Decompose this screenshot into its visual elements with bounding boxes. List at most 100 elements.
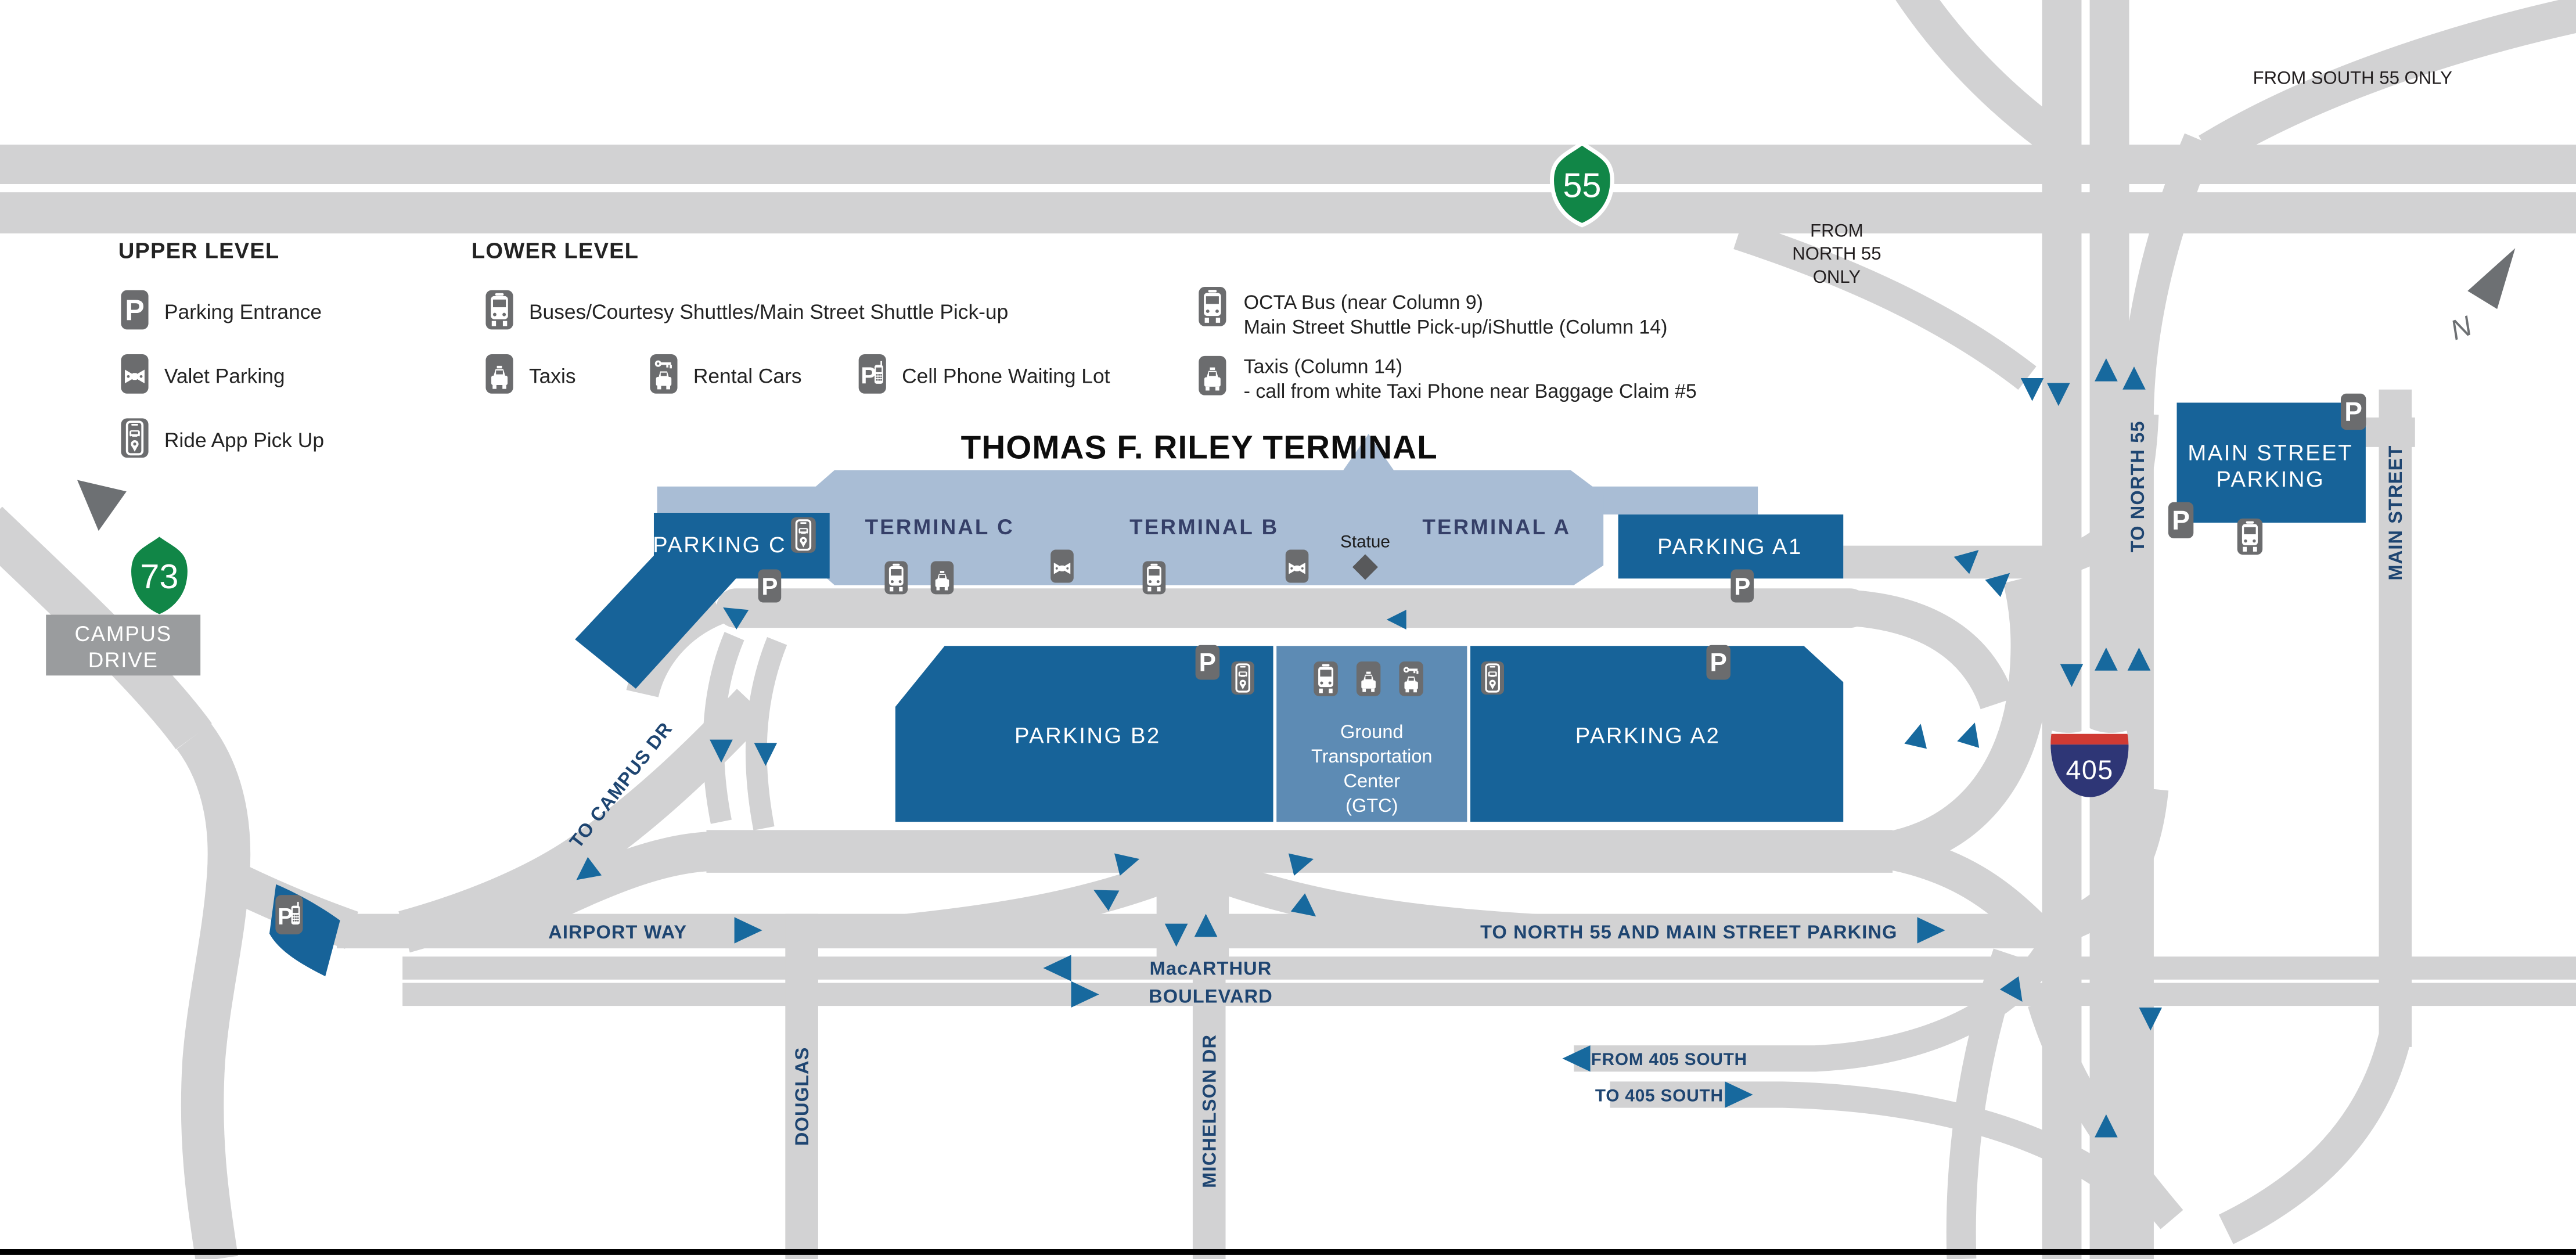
route-55-shield: 55 (1550, 140, 1614, 228)
to-405-south-label: TO 405 SOUTH (1595, 1086, 1724, 1105)
road-campus-drive-south (176, 723, 251, 1259)
ride-app-icon (1230, 660, 1255, 696)
bus-icon (884, 561, 908, 595)
terminal-b-label: TERMINAL B (1129, 515, 1279, 539)
road-curve-to-main-parking (2048, 413, 2159, 577)
road-ramp-from-north-55 (1733, 221, 2037, 390)
arrow-loop-east-1 (1114, 853, 1140, 876)
douglas-label: DOUGLAS (791, 1046, 812, 1146)
road-ramp-from-south-55 (2199, 0, 2576, 167)
road-to-campus-dr (398, 689, 768, 953)
from-405-south-label: FROM 405 SOUTH (1591, 1050, 1747, 1069)
cell-phone-waiting-lot-icon (858, 354, 886, 394)
parking-a2-structure (1470, 646, 1844, 822)
road-gtc-branch-east (1210, 859, 1565, 949)
parking-a1-structure (1618, 514, 1844, 579)
arrow-to-405-east (1725, 1081, 1753, 1108)
parking-a1-label: PARKING A1 (1657, 534, 1803, 559)
parking-structures: PARKING C PARKING A1 PARKING B2 Ground T… (269, 402, 2366, 977)
ride-app-icon (120, 417, 150, 459)
road-curb-east-curve (1851, 590, 2015, 710)
bus-icon (2237, 518, 2263, 555)
road-loop-east-up (1885, 574, 2050, 871)
legend-item-label: Cell Phone Waiting Lot (902, 365, 1110, 387)
arrow-gtc-east (1290, 893, 1316, 917)
interstate-405-shield: 405 (2050, 728, 2129, 797)
map-title: THOMAS F. RILEY TERMINAL (961, 429, 1438, 466)
arrow-ramp-se (1999, 976, 2023, 1002)
arrow-horn-2-down (754, 743, 778, 766)
valet-parking-icon (1050, 549, 1074, 583)
road-horn-ramp-1 (703, 632, 744, 824)
road-to-405-south (1610, 1081, 2159, 1225)
campus-drive-arrow-icon (77, 480, 127, 531)
arrow-405-mid-down (2060, 664, 2084, 688)
michelson-dr-label: MICHELSON DR (1199, 1034, 1220, 1188)
taxi-icon (485, 354, 513, 394)
arrow-405-top-down-2 (2047, 383, 2070, 407)
bus-icon (1314, 661, 1338, 696)
main-street-parking-label-1: MAIN STREET (2188, 440, 2353, 465)
road-main-street-curve (2218, 1031, 2412, 1244)
campus-drive-sign: CAMPUS DRIVE (46, 480, 201, 676)
taxi-icon (1199, 355, 1226, 395)
arrow-gtc-west (1093, 890, 1120, 911)
terminal-c-label: TERMINAL C (865, 515, 1014, 539)
arrow-ramp-south (2139, 1007, 2163, 1031)
parking-a2-label: PARKING A2 (1575, 723, 1721, 748)
arrow-michelson-north (1194, 913, 1218, 937)
cell-phone-waiting-lot-icon (275, 895, 303, 934)
legend-item-label: Parking Entrance (164, 301, 322, 323)
road-freeway-55-upper (0, 145, 2576, 184)
road-main-parking-stub (2362, 417, 2415, 447)
main-street-parking-structure (2176, 402, 2366, 523)
parking-c-label: PARKING C (653, 533, 786, 557)
bus-icon (1142, 561, 1166, 595)
road-a1-east-stub (1843, 545, 2050, 579)
direction-arrows (576, 358, 2163, 1138)
road-main-street (2379, 389, 2412, 1047)
legend: UPPER LEVEL Parking Entrance Valet Parki… (118, 238, 1697, 459)
campus-drive-label-2: DRIVE (88, 648, 159, 672)
terminal-a-label: TERMINAL A (1422, 515, 1571, 539)
road-gtc-branch-west (905, 859, 1176, 947)
parking-entrance-icon (758, 569, 782, 603)
arrow-exit-ne-2 (1985, 573, 2010, 597)
to-north-55-label: TO NORTH 55 (2127, 420, 2148, 552)
north-indicator: N (2447, 248, 2516, 346)
interstate-405-number: 405 (2066, 755, 2114, 785)
arrow-405-mid-up-2 (2127, 648, 2151, 671)
boulevard-label: BOULEVARD (1149, 985, 1273, 1006)
road-to-north-55-ramp (2121, 133, 2215, 1259)
terminal-building (808, 470, 1604, 585)
arrow-horn-1-down (710, 739, 733, 763)
statue-roof-point (1342, 434, 1395, 472)
rental-cars-icon (1399, 661, 1423, 696)
arrow-405-mid-up-1 (2095, 648, 2118, 671)
from-north-55-label-2: NORTH 55 (1792, 243, 1881, 264)
arrow-405-top-up-1 (2095, 358, 2118, 382)
macarthur-label: MacARTHUR (1150, 958, 1272, 979)
from-north-55-label-3: ONLY (1813, 267, 1861, 287)
main-street-label: MAIN STREET (2385, 445, 2406, 581)
arrow-loop-up-1 (1904, 724, 1927, 749)
arrow-loop-up-2 (1957, 722, 1980, 748)
rental-cars-icon (650, 354, 678, 394)
parking-entrance-icon (1195, 645, 1220, 680)
arrow-loop-east-2 (1288, 853, 1314, 876)
ride-app-icon (1480, 660, 1505, 696)
road-douglas (785, 913, 818, 1259)
road-macarthur-westbound (402, 956, 2576, 980)
gtc-label-4: (GTC) (1345, 795, 1398, 816)
arrow-airport-way-east (734, 917, 762, 944)
north-arrow-icon (2467, 248, 2516, 310)
map-bottom-border (0, 1249, 2576, 1255)
gtc-label-3: Center (1343, 771, 1400, 792)
arrow-to-north55-east (1917, 917, 1945, 944)
route-55-number: 55 (1563, 166, 1601, 205)
parking-entrance-icon (1706, 645, 1730, 680)
road-ramp-bottom-1 (2028, 998, 2183, 1229)
bus-icon (485, 290, 513, 330)
